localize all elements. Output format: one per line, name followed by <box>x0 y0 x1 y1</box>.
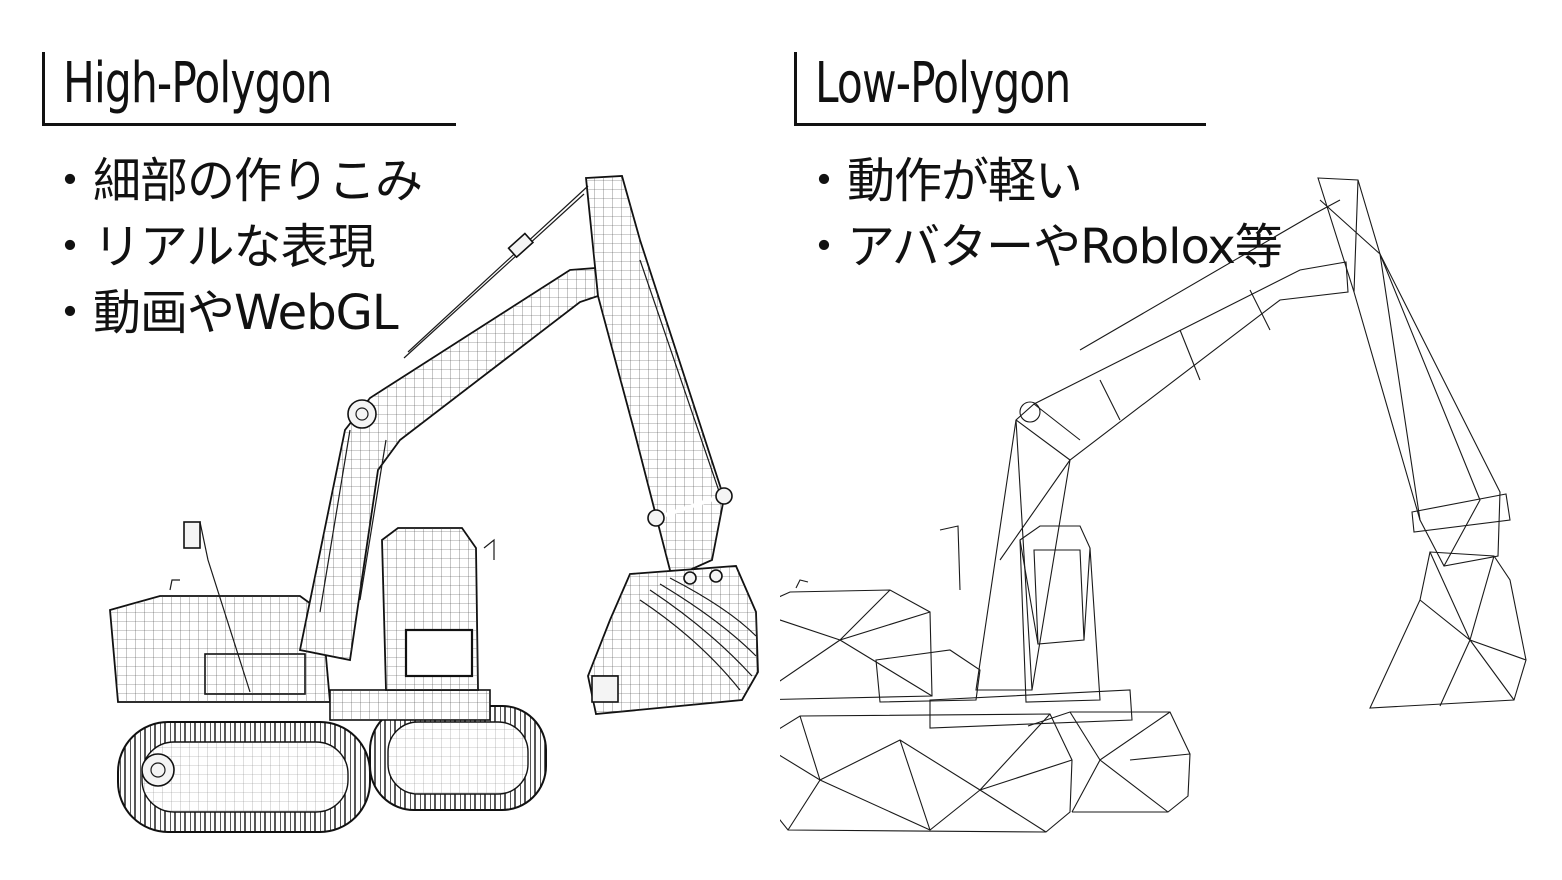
high-poly-bucket <box>587 565 759 715</box>
low-poly-tracks <box>780 711 1191 833</box>
low-polygon-feature-1: 動作が軽い <box>800 148 1282 214</box>
low-poly-excavator-illustration <box>780 177 1527 833</box>
low-poly-boom <box>975 199 1349 691</box>
high-polygon-heading: High-Polygon <box>42 52 456 126</box>
low-poly-body <box>780 525 1133 729</box>
low-poly-bucket <box>1369 551 1527 709</box>
high-polygon-feature-2: リアルな表現 <box>46 214 422 280</box>
high-polygon-feature-3: 動画やWebGL <box>46 280 422 346</box>
high-polygon-feature-1: 細部の作りこみ <box>46 148 423 214</box>
low-polygon-title: Low-Polygon <box>815 51 1071 116</box>
low-poly-arm <box>1317 177 1511 567</box>
low-polygon-panel: Low-Polygon 動作が軽い アバターやRoblox等 <box>780 0 1562 880</box>
high-poly-arm <box>403 175 733 580</box>
high-poly-tracks <box>117 705 547 833</box>
high-polygon-panel: High-Polygon 細部の作りこみ リアルな表現 動画やWebGL <box>0 0 780 880</box>
high-polygon-features: 細部の作りこみ リアルな表現 動画やWebGL <box>46 148 423 346</box>
low-polygon-features: 動作が軽い アバターやRoblox等 <box>800 148 1283 280</box>
low-polygon-feature-2: アバターやRoblox等 <box>800 214 1283 280</box>
low-polygon-heading: Low-Polygon <box>794 52 1206 126</box>
high-poly-excavator-illustration <box>109 175 759 833</box>
high-poly-body <box>109 521 495 721</box>
high-polygon-title: High-Polygon <box>63 51 332 116</box>
